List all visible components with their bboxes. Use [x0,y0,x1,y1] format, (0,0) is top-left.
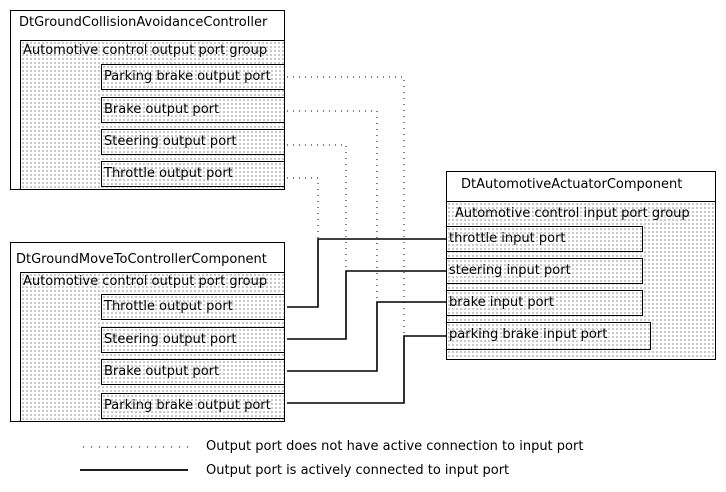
active-parking-brake-connection [287,335,446,404]
actuator-title: DtAutomotiveActuatorComponent [461,177,683,192]
collision-parking-brake-output-port[interactable]: Parking brake output port [101,64,285,90]
move-parking-brake-output-port[interactable]: Parking brake output port [101,393,285,419]
actuator-group-title: Automotive control input port group [455,206,690,221]
actuator-throttle-input-port[interactable]: throttle input port [446,226,643,252]
active-steering-connection [287,270,446,340]
collision-controller-title: DtGroundCollisionAvoidanceController [19,15,268,30]
inactive-throttle-connection [287,177,319,239]
collision-brake-output-port[interactable]: Brake output port [101,97,285,123]
active-throttle-connection [287,238,446,308]
move-throttle-output-port[interactable]: Throttle output port [101,294,285,320]
move-group-title: Automotive control output port group [23,274,268,289]
inactive-parking-brake-connection [287,76,405,336]
collision-group-title: Automotive control output port group [23,43,268,58]
actuator-steering-input-port[interactable]: steering input port [446,258,643,284]
collision-throttle-output-port[interactable]: Throttle output port [101,161,285,187]
inactive-steering-connection [287,144,347,271]
inactive-brake-connection [287,110,378,302]
move-steering-output-port[interactable]: Steering output port [101,327,285,353]
legend-active-text: Output port is actively connected to inp… [206,463,510,478]
legend-inactive-text: Output port does not have active connect… [206,439,584,454]
actuator-brake-input-port[interactable]: brake input port [446,290,643,316]
collision-steering-output-port[interactable]: Steering output port [101,129,285,155]
move-controller-title: DtGroundMoveToControllerComponent [16,252,267,267]
move-brake-output-port[interactable]: Brake output port [101,359,285,385]
active-brake-connection [287,301,446,372]
actuator-parking-brake-input-port[interactable]: parking brake input port [446,322,651,350]
